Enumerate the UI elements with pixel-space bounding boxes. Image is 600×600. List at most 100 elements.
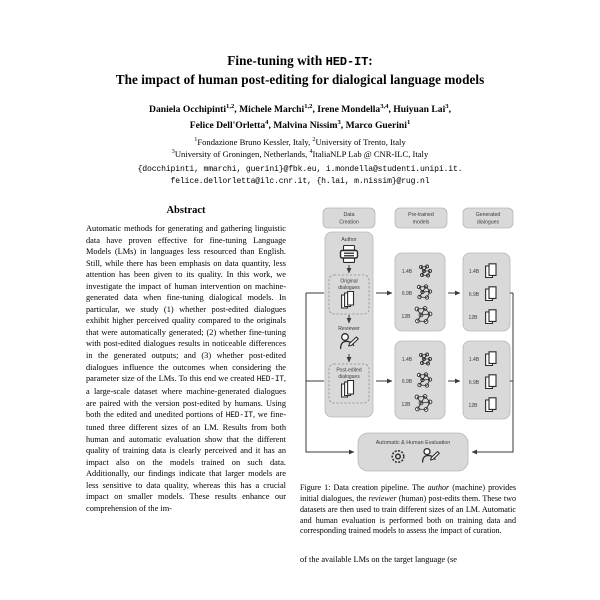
generated-dialogues-panel-top: 1.4B 6.9B 12B xyxy=(462,252,511,332)
feedback-loop-left xyxy=(305,293,355,455)
dialogue-size-label: 1.4B xyxy=(469,269,480,275)
feedback-loop-right xyxy=(471,293,514,455)
email-line-1: {docchipinti, mmarchi, guerini}@fbk.eu, … xyxy=(137,164,463,174)
abstract-text-3: , we fine-tuned three different sizes of… xyxy=(86,410,286,513)
affiliation-line-2: 3University of Groningen, Netherlands, 4… xyxy=(171,148,429,160)
figure-column-header-data-creation: Data Creation xyxy=(322,207,376,229)
node-label-postedited-l1: Post-edited xyxy=(336,368,362,374)
author-affil-marker: 1 xyxy=(406,118,411,126)
pretrained-models-panel-bottom: 1.4B 6.9B xyxy=(394,340,446,420)
affil-text: University of Trento, Italy xyxy=(315,136,406,147)
title-suffix: : xyxy=(368,53,373,68)
abstract-paragraph: Automatic methods for generating and gat… xyxy=(86,223,286,514)
figure-column-header-pretrained-models: Pre-trained models xyxy=(394,207,448,229)
caption-text-1: Data creation pipeline. The xyxy=(333,483,428,492)
affiliation-line-1: 1Fondazione Bruno Kessler, Italy, 2Unive… xyxy=(194,135,406,147)
dataset-name-inline: HED-IT xyxy=(225,411,253,421)
dialogue-size-label: 6.9B xyxy=(469,380,480,386)
document-stack-icon xyxy=(485,263,497,279)
abstract-text-2: , a large-scale dataset where machine-ge… xyxy=(86,374,286,420)
title-dataset-name: HED-IT xyxy=(325,55,369,69)
node-label-author: Author xyxy=(341,237,357,243)
page-title: Fine-tuning with HED-IT: The impact of h… xyxy=(60,52,540,90)
data-creation-panel: Author Original xyxy=(324,231,374,418)
documents-icon xyxy=(341,290,355,309)
node-label-original-l2: dialogues xyxy=(338,285,360,291)
affil-marker: 3 xyxy=(171,148,175,156)
affiliation-list: 1Fondazione Bruno Kessler, Italy, 2Unive… xyxy=(60,136,540,161)
affil-marker: 1 xyxy=(194,135,198,143)
caption-emph-reviewer: reviewer xyxy=(368,493,397,503)
affil-text: University of Groningen, Netherlands, xyxy=(174,149,310,160)
email-block: {docchipinti, mmarchi, guerini}@fbk.eu, … xyxy=(60,164,540,188)
document-stack-icon xyxy=(485,374,497,390)
dialogue-size-label: 12B xyxy=(469,315,479,321)
author-name: , Michele Marchi xyxy=(234,104,305,116)
caption-text-2: (machine) provides initial dialogues, th… xyxy=(300,483,516,503)
neural-network-icon xyxy=(419,352,432,366)
document-stack-icon xyxy=(485,397,497,413)
neural-network-icon xyxy=(414,306,433,324)
model-size-label: 12B xyxy=(402,314,412,320)
neural-network-icon xyxy=(416,372,433,388)
author-affil-marker: 4 xyxy=(265,118,269,126)
author-sep: , xyxy=(448,104,451,116)
dialogue-size-label: 1.4B xyxy=(469,357,480,363)
pipeline-diagram: Data Creation Pre-trained models Generat… xyxy=(305,207,514,472)
author-name: , Irene Mondella xyxy=(312,104,381,116)
figure-1-caption: Figure 1: Data creation pipeline. The au… xyxy=(300,483,516,537)
neural-network-icon xyxy=(414,394,433,412)
author-name: , Marco Guerini xyxy=(340,119,407,131)
model-size-label: 12B xyxy=(402,402,412,408)
evaluation-label: Automatic & Human Evaluation xyxy=(376,440,451,446)
generated-dialogues-panel-bottom: 1.4B 6.9B 12B xyxy=(462,340,511,420)
author-affil-marker: 3 xyxy=(445,103,449,111)
abstract-heading: Abstract xyxy=(166,205,206,216)
affil-marker: 4 xyxy=(309,148,313,156)
caption-text-3: (human) post-edits them. These two datas… xyxy=(300,493,516,536)
author-name: , Huiyuan Lai xyxy=(388,104,446,116)
body-columns: Abstract Automatic methods for generatin… xyxy=(0,205,600,600)
figure-1: Data Creation Pre-trained models Generat… xyxy=(300,205,516,566)
figure-column-header-generated-dialogues: Generated dialogues xyxy=(462,207,514,229)
original-dialogues-box xyxy=(328,274,370,315)
author-affil-marker: 3 xyxy=(337,118,341,126)
dialogue-size-label: 12B xyxy=(469,403,479,409)
author-name: , Malvina Nissim xyxy=(268,119,338,131)
author-line-1: Daniela Occhipinti1,2, Michele Marchi1,2… xyxy=(149,103,451,116)
pretrained-models-panel-top: 1.4B 6.9B xyxy=(394,252,446,332)
post-edited-dialogues-box xyxy=(328,363,370,404)
model-size-label: 6.9B xyxy=(402,379,413,385)
node-label-postedited-l2: dialogues xyxy=(338,374,360,380)
affil-marker: 2 xyxy=(312,135,316,143)
title-prefix: Fine-tuning with xyxy=(227,53,326,68)
right-column-continuation: of the available LMs on the target langu… xyxy=(300,555,457,565)
abstract-body: Automatic methods for generating and gat… xyxy=(86,223,286,514)
figure-1-canvas: Data Creation Pre-trained models Generat… xyxy=(300,205,516,477)
header-generated-l2: dialogues xyxy=(477,220,500,226)
caption-emph-author: author xyxy=(427,483,450,492)
document-stack-icon xyxy=(485,309,497,325)
abstract-text-1: Automatic methods for generating and gat… xyxy=(86,224,286,384)
model-size-label: 6.9B xyxy=(402,291,413,297)
documents-icon xyxy=(341,379,355,398)
document-stack-icon xyxy=(485,286,497,302)
figure-label: Figure 1: xyxy=(300,483,334,492)
printer-icon xyxy=(339,244,359,263)
document-stack-icon xyxy=(485,351,497,367)
person-eval-icon xyxy=(421,447,440,463)
model-size-label: 1.4B xyxy=(402,357,413,363)
left-column: Abstract Automatic methods for generatin… xyxy=(86,205,286,514)
node-label-reviewer: Reviewer xyxy=(338,326,360,332)
person-edit-icon xyxy=(339,333,359,350)
header-pretrained-l2: models xyxy=(413,220,430,226)
right-column: Data Creation Pre-trained models Generat… xyxy=(300,205,516,566)
author-name: Daniela Occhipinti xyxy=(149,104,227,116)
author-affil-marker: 3,4 xyxy=(380,103,389,111)
model-size-label: 1.4B xyxy=(402,269,413,275)
header-data-creation-l2: Creation xyxy=(339,220,359,226)
evaluation-panel: Automatic & Human Evaluation xyxy=(357,432,469,472)
dataset-name-inline: HED-IT xyxy=(256,375,284,385)
author-affil-marker: 1,2 xyxy=(226,103,235,111)
